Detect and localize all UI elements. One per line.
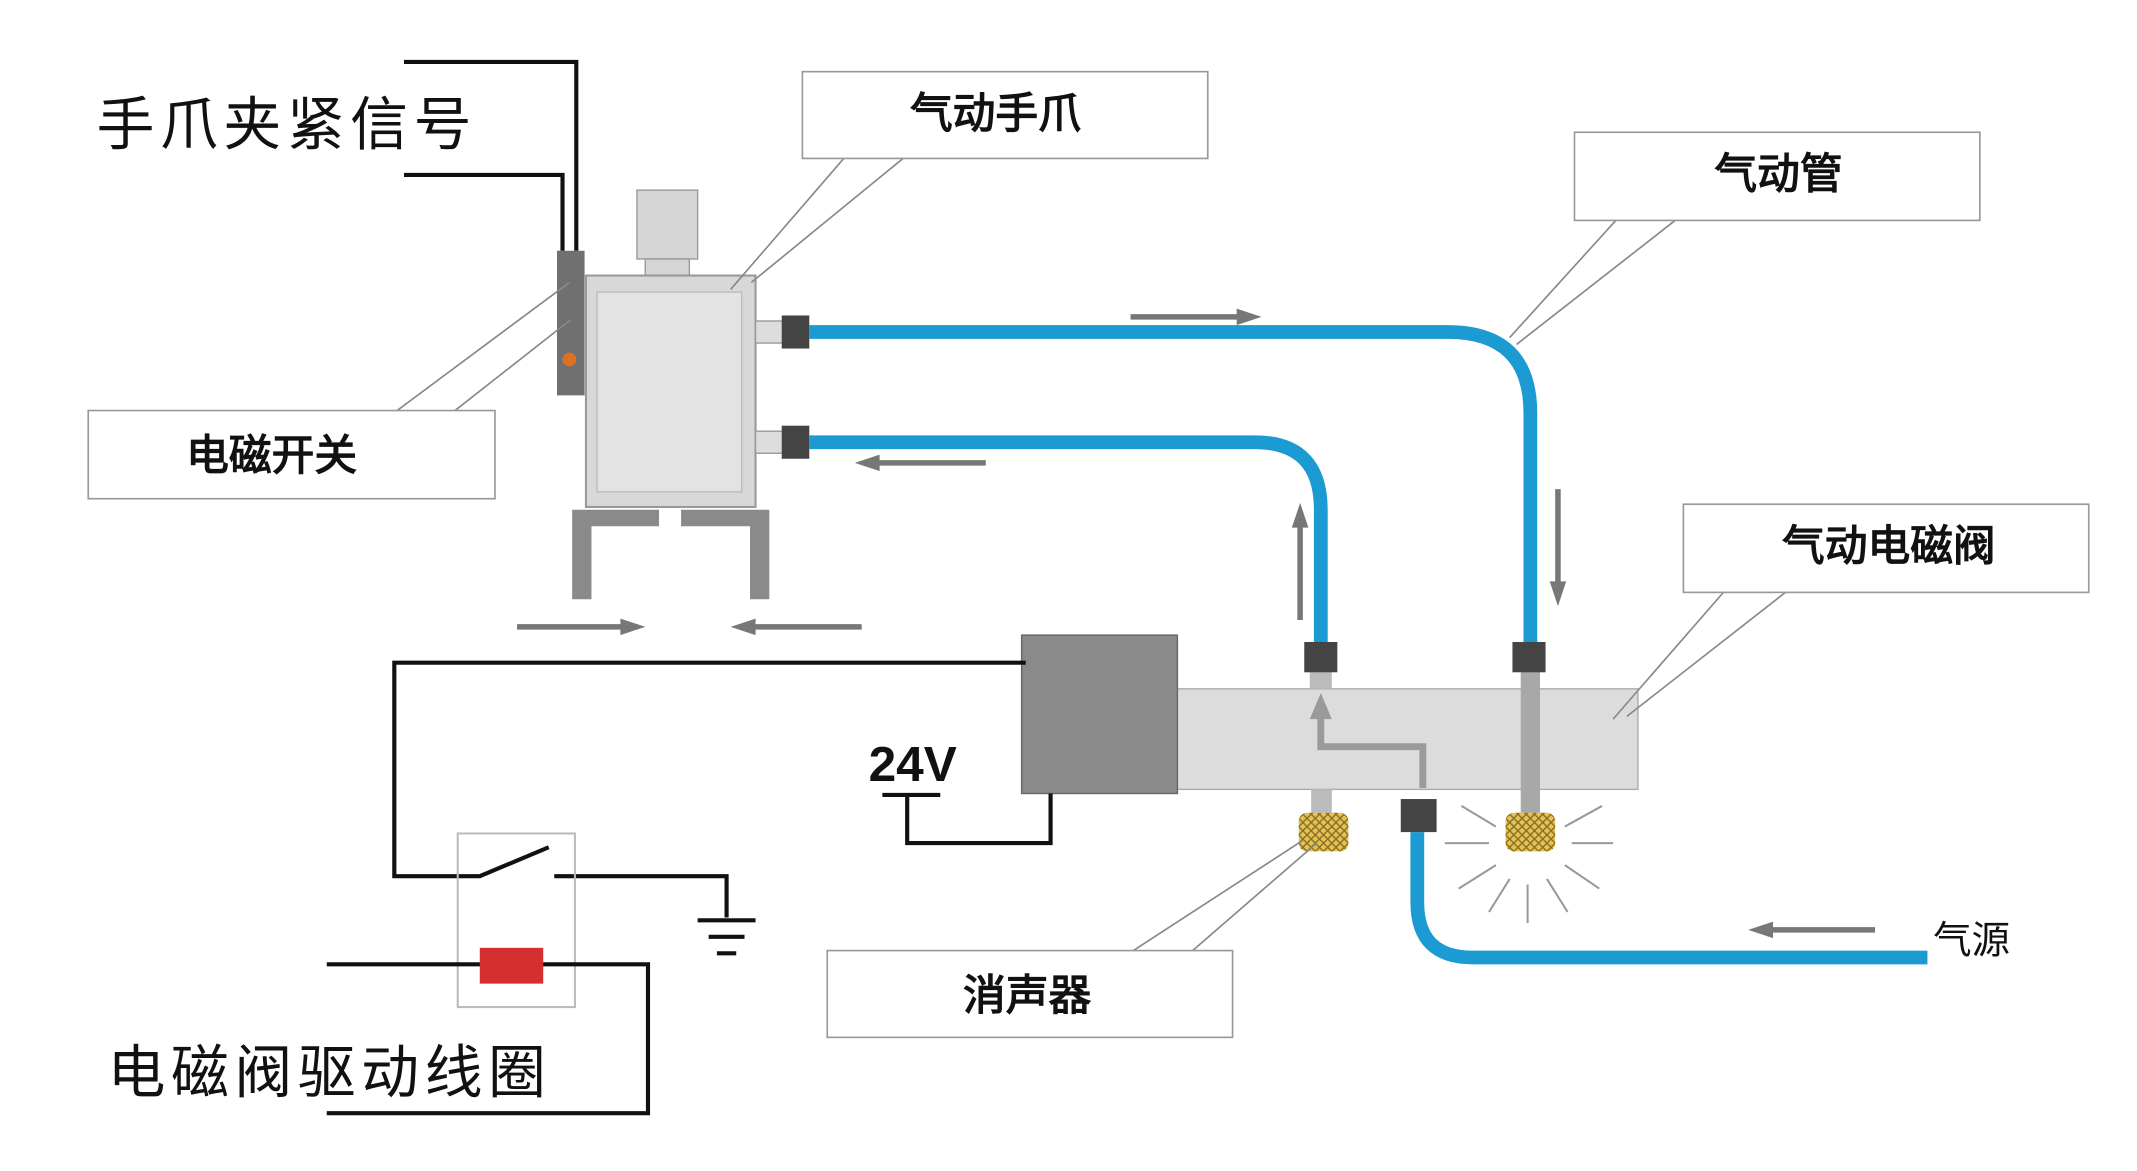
air-supply-tube (1410, 832, 1928, 965)
svg-text:气动手爪: 气动手爪 (909, 89, 1081, 139)
voltage-label: 24V (869, 736, 957, 792)
svg-text:气动电磁阀: 气动电磁阀 (1781, 522, 1996, 572)
relay-box (456, 832, 576, 1009)
flow-arrows (854, 308, 1876, 939)
magnetic-switch-sensor (556, 250, 585, 396)
callout-muffler: 消声器 (826, 839, 1318, 1039)
air-tube-upper (809, 325, 1538, 645)
clamp-signal-label: 手爪夹紧信号 (97, 91, 477, 159)
jaw-motion-arrows (517, 618, 862, 636)
pneumatic-gripper (572, 189, 810, 600)
solenoid-valve (1020, 634, 1639, 852)
svg-text:消声器: 消声器 (963, 971, 1091, 1021)
valve-coil (1020, 634, 1179, 795)
sensor-led (562, 352, 577, 367)
air-source-label: 气源 (1933, 918, 2010, 963)
muffler-left (1298, 812, 1349, 852)
callout-solenoid-valve: 气动电磁阀 (1612, 503, 2090, 720)
svg-text:气动管: 气动管 (1713, 150, 1842, 200)
callout-air-tube: 气动管 (1509, 131, 1981, 346)
clamp-signal-wires (403, 59, 579, 251)
solenoid-coil-label: 电磁阀驱动线圈 (108, 1038, 552, 1106)
muffler-right (1505, 812, 1556, 852)
callout-gripper: 气动手爪 (730, 70, 1209, 290)
control-circuit (326, 660, 1053, 1116)
svg-text:电磁开关: 电磁开关 (186, 431, 357, 481)
exhaust-rays (1444, 805, 1614, 924)
air-tube-lower (809, 435, 1328, 645)
callout-magnetic-switch: 电磁开关 (87, 281, 572, 500)
coil-indicator (479, 947, 544, 984)
